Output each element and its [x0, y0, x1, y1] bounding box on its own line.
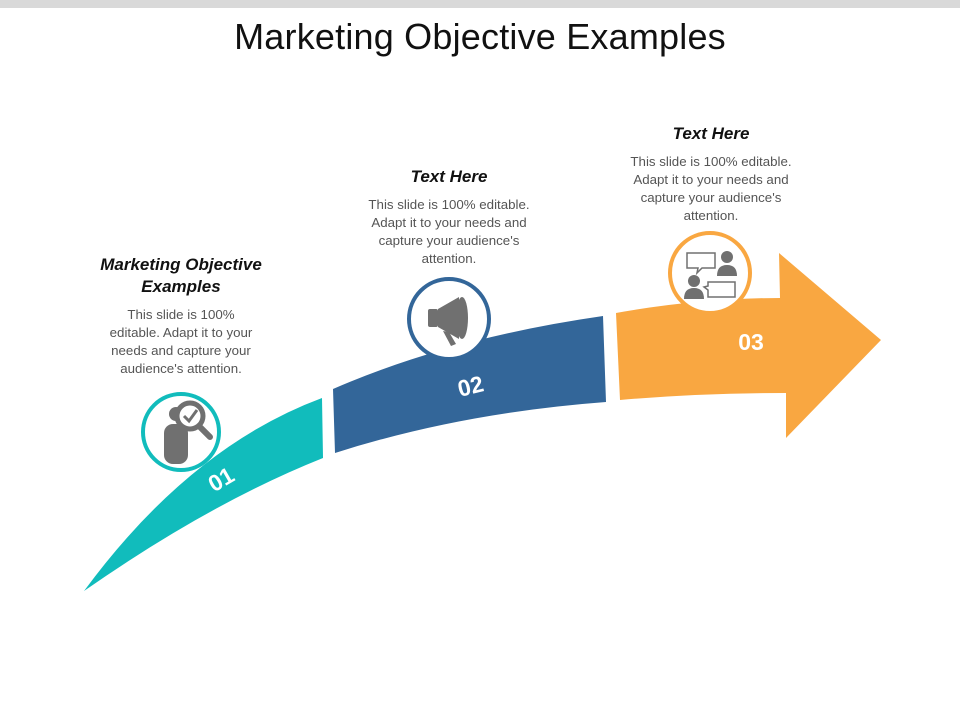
megaphone-icon — [407, 277, 491, 361]
step-1-heading: Marketing Objective Examples — [100, 255, 262, 296]
slide-title: Marketing Objective Examples — [234, 16, 726, 57]
step-1-body: This slide is 100% editable. Adapt it to… — [109, 307, 253, 376]
top-bar — [0, 0, 960, 8]
arrow-segment-3 — [616, 253, 881, 438]
people-chat-icon — [668, 231, 752, 315]
step-2-number: 02 — [455, 370, 486, 401]
step-2-body: This slide is 100% editable. Adapt it to… — [368, 197, 530, 266]
step-3-heading: Text Here — [672, 124, 750, 143]
step-1-text: Marketing Objective Examples This slide … — [86, 254, 276, 378]
magnifier-check-icon — [141, 392, 221, 472]
step-2-text: Text Here This slide is 100% editable. A… — [364, 166, 534, 268]
step-3-number: 03 — [738, 329, 764, 355]
step-2-heading: Text Here — [410, 167, 488, 186]
step-3-body: This slide is 100% editable. Adapt it to… — [630, 154, 792, 223]
arrow-segment-1 — [84, 398, 323, 591]
step-3-text: Text Here This slide is 100% editable. A… — [626, 123, 796, 225]
arrow-segment-2 — [333, 316, 606, 453]
